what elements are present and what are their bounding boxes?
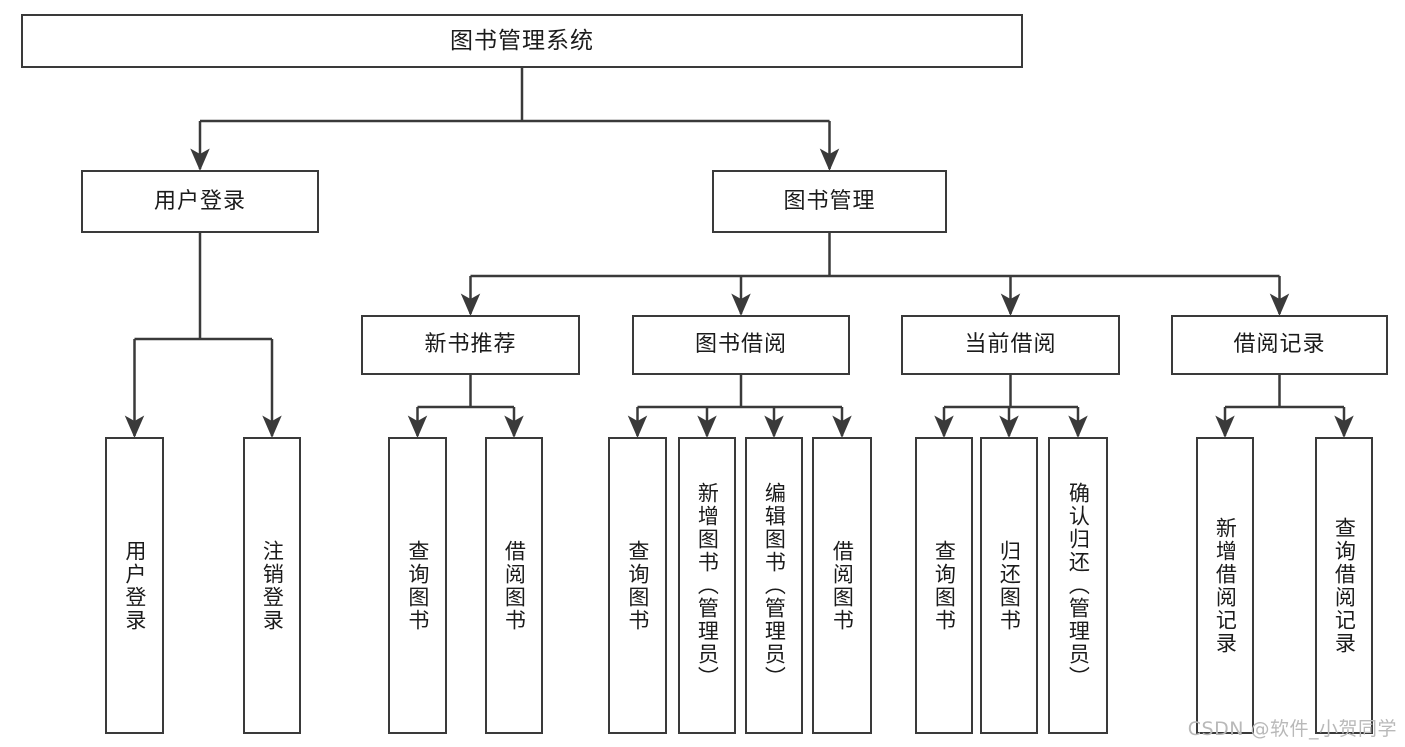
node-borrow[interactable]: 图书借阅 (632, 315, 850, 375)
node-leaf-rec-2[interactable]: 查询借阅记录 (1315, 437, 1373, 734)
node-label: 借阅图书 (830, 539, 855, 632)
node-newbook[interactable]: 新书推荐 (361, 315, 580, 375)
node-label: 图书管理系统 (450, 27, 594, 54)
node-label: 用户登录 (122, 539, 147, 632)
node-leaf-rec-1[interactable]: 新增借阅记录 (1196, 437, 1254, 734)
node-leaf-borrow-1[interactable]: 查询图书 (608, 437, 667, 734)
node-leaf-cur-3[interactable]: 确认归还（管理员） (1048, 437, 1108, 734)
node-records[interactable]: 借阅记录 (1171, 315, 1388, 375)
node-leaf-cur-2[interactable]: 归还图书 (980, 437, 1038, 734)
node-label: 图书管理 (783, 188, 876, 214)
node-label: 归还图书 (997, 539, 1022, 632)
node-leaf-new-2[interactable]: 借阅图书 (485, 437, 543, 734)
node-label: 新增图书（管理员） (695, 482, 720, 689)
node-label: 用户登录 (153, 188, 246, 214)
node-leaf-borrow-4[interactable]: 借阅图书 (812, 437, 872, 734)
watermark: CSDN @软件_小贺同学 (1187, 718, 1397, 740)
node-current[interactable]: 当前借阅 (901, 315, 1120, 375)
node-root[interactable]: 图书管理系统 (21, 14, 1023, 68)
node-bookmgmt[interactable]: 图书管理 (712, 170, 947, 233)
node-leaf-new-1[interactable]: 查询图书 (388, 437, 447, 734)
node-label: 注销登录 (260, 539, 285, 632)
node-leaf-login-2[interactable]: 注销登录 (243, 437, 301, 734)
node-label: 查询图书 (932, 539, 957, 632)
node-label: 借阅图书 (502, 539, 527, 632)
node-label: 查询借阅记录 (1332, 516, 1357, 655)
node-label: 查询图书 (625, 539, 650, 632)
node-label: 新增借阅记录 (1213, 516, 1238, 655)
node-leaf-borrow-2[interactable]: 新增图书（管理员） (678, 437, 736, 734)
node-leaf-login-1[interactable]: 用户登录 (105, 437, 164, 734)
node-label: 新书推荐 (424, 332, 517, 358)
node-leaf-cur-1[interactable]: 查询图书 (915, 437, 973, 734)
node-login[interactable]: 用户登录 (81, 170, 319, 233)
node-leaf-borrow-3[interactable]: 编辑图书（管理员） (745, 437, 803, 734)
node-label: 当前借阅 (964, 332, 1057, 358)
node-label: 查询图书 (405, 539, 430, 632)
node-label: 借阅记录 (1233, 332, 1326, 358)
node-label: 编辑图书（管理员） (762, 482, 787, 689)
node-label: 图书借阅 (694, 332, 787, 358)
node-label: 确认归还（管理员） (1066, 482, 1091, 689)
